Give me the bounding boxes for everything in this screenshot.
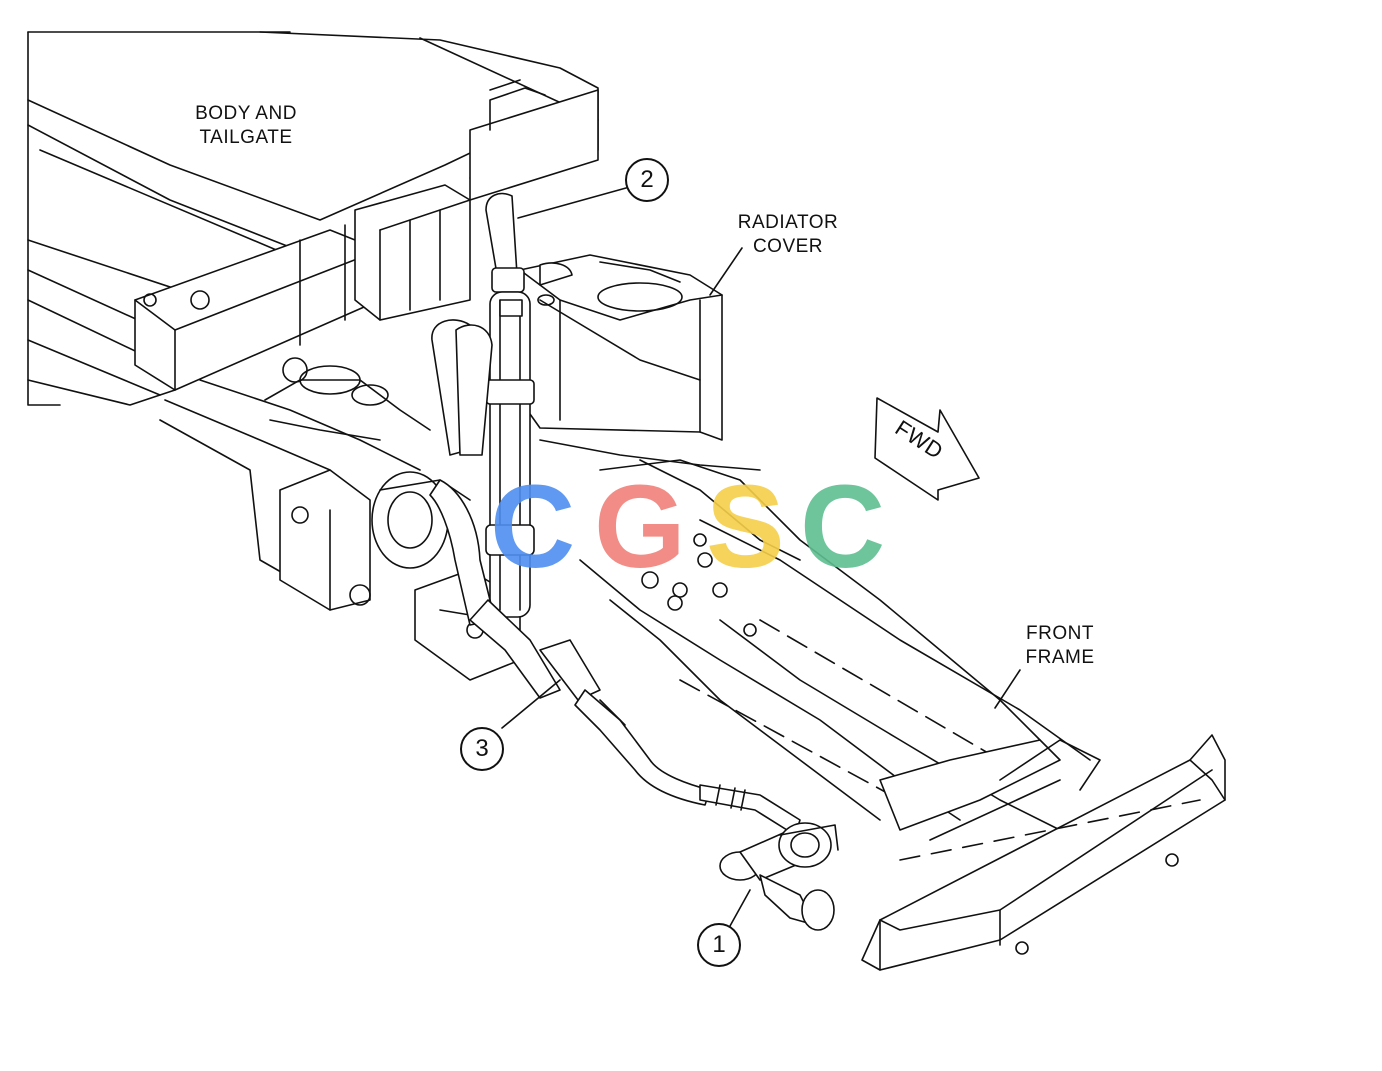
callout-3: 3	[460, 727, 504, 771]
callout-1: 1	[697, 923, 741, 967]
body-and-tailgate-label: BODY AND TAILGATE	[195, 103, 297, 148]
watermark-letter-3: S	[706, 461, 785, 593]
leader-line-radiator	[709, 247, 743, 296]
part-1-exhaust-clamp	[719, 822, 839, 931]
watermark-letter-2: G	[594, 461, 686, 593]
callout-2: 2	[625, 158, 669, 202]
forward-arrow-icon	[874, 397, 980, 501]
part-2-exhaust-tailpipe	[485, 192, 573, 618]
leader-line-3	[501, 679, 561, 729]
watermark-letter-1: C	[490, 461, 576, 593]
part-3-exhaust-pipe	[429, 319, 801, 836]
watermark-letter-4: C	[800, 461, 886, 593]
leader-line-2	[517, 187, 627, 219]
front-frame-drawing	[539, 439, 1226, 971]
front-frame-label: FRONT FRAME	[1025, 623, 1095, 668]
leader-line-1	[729, 889, 751, 927]
radiator-cover-drawing	[519, 254, 723, 441]
radiator-cover-label: RADIATOR COVER	[737, 212, 839, 257]
body-and-tailgate-drawing	[27, 31, 599, 406]
leader-line-front-frame	[994, 669, 1021, 709]
